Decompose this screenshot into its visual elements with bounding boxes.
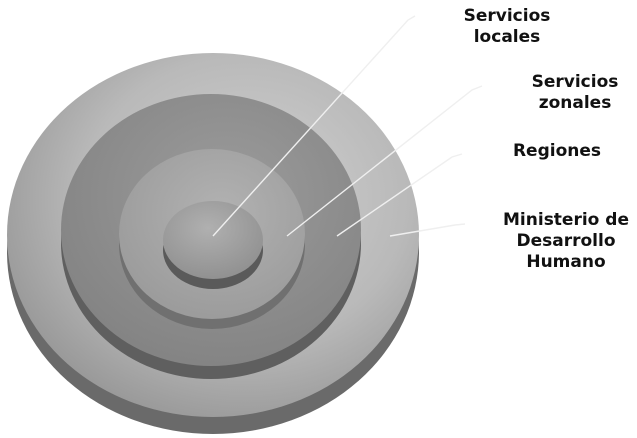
label-line: Desarrollo [516, 231, 616, 251]
label-regiones: Regiones [502, 141, 612, 162]
label-ministerio: Ministerio de Desarrollo Humano [496, 210, 636, 273]
ring-servicios-locales [163, 201, 263, 279]
label-line: zonales [538, 93, 612, 113]
label-line: Regiones [512, 141, 602, 161]
label-line: Humano [526, 252, 606, 272]
leader-line-servicios-zonales [286, 85, 483, 237]
label-servicios-locales: Servicios locales [452, 6, 562, 48]
label-line: Servicios [531, 72, 619, 92]
leader-line-servicios-locales [212, 15, 416, 237]
label-servicios-zonales: Servicios zonales [520, 72, 630, 114]
leader-line-ministerio [389, 223, 466, 237]
label-line: Servicios [463, 6, 551, 26]
label-line: Ministerio de [503, 210, 629, 230]
label-line: locales [473, 27, 541, 47]
leader-line-regiones [336, 153, 463, 237]
